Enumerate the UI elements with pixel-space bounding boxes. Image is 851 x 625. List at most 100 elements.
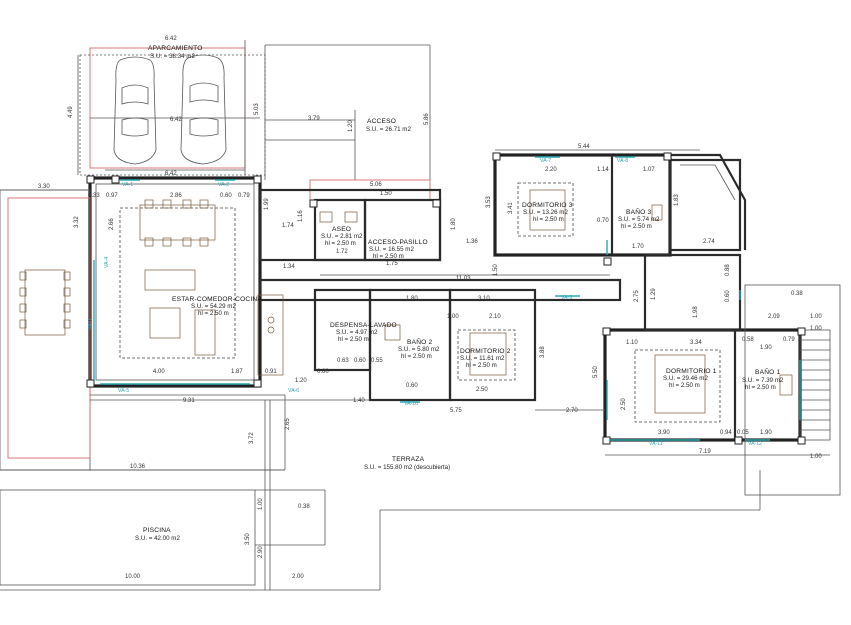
dim-label: 2.70 <box>566 408 578 414</box>
window-tag: VA-8 <box>617 158 628 164</box>
room-dormitorio2-name: DORMITORIO 2 <box>460 348 511 355</box>
room-bano1-area: S.U. = 7.39 m2 <box>742 377 784 384</box>
dim-label: 3.88 <box>540 346 546 358</box>
room-bano3-name: BAÑO 3 <box>626 207 652 216</box>
dim-label: 4.00 <box>153 369 165 375</box>
window-tag: VA-6 <box>288 388 299 394</box>
dim-label: 1.70 <box>632 244 644 250</box>
room-dormitorio1-name: DORMITORIO 1 <box>666 368 717 375</box>
dim-label: 1.36 <box>466 239 478 245</box>
dim-label: 1.14 <box>597 167 609 173</box>
dim-label: 7.19 <box>699 449 711 455</box>
dim-label: 0.70 <box>597 218 609 224</box>
dim-label: 1.07 <box>643 167 655 173</box>
room-labels: APARCAMIENTO S.U. = 38.34 m2 ACCESO S.U.… <box>135 45 784 542</box>
dim-label: 1.98 <box>693 306 699 318</box>
dim-label: 1.40 <box>353 398 365 404</box>
window-tags: VA-1 VA-2 VA-3 VA-4 VA-5 VA-6 VA-7 VA-8 … <box>88 158 762 447</box>
dim-label: 1.75 <box>386 261 398 267</box>
dim-label: 1.00 <box>810 314 822 320</box>
dim-label: 3.41 <box>508 202 514 214</box>
dim-label: 2.20 <box>545 167 557 173</box>
room-despensa-name: DESPENSA-LAVADO <box>330 322 397 329</box>
dim-label: 1.20 <box>295 378 307 384</box>
room-terraza-area: S.U. = 155.80 m2 (descubierta) <box>364 464 450 471</box>
window-tag: VA-7 <box>540 158 551 164</box>
dim-label: 3.90 <box>658 430 670 436</box>
dim-label: 0.33 <box>88 193 100 199</box>
dim-label: 1.72 <box>336 249 348 255</box>
room-bano1-height: hl = 2.50 m <box>745 384 776 391</box>
dim-label: 0.05 <box>737 430 749 436</box>
room-dormitorio2-height: hl = 2.50 m <box>466 362 497 369</box>
dimension-labels: 6.42 6.42 6.42 4.49 5.03 3.79 1.20 5.86 … <box>38 36 822 580</box>
dim-label: 1.00 <box>447 314 459 320</box>
dim-label: 11.03 <box>456 276 471 282</box>
dim-label: 6.42 <box>165 36 177 42</box>
dim-label: 1.90 <box>760 430 772 436</box>
dim-label: 0.58 <box>742 337 754 343</box>
dim-label: 1.50 <box>493 264 499 276</box>
dim-label: 0.79 <box>238 193 250 199</box>
dim-label: 0.55 <box>371 358 383 364</box>
dim-label: 10.36 <box>130 464 146 470</box>
dim-label: 0.38 <box>791 291 803 297</box>
dim-label: 10.00 <box>125 574 141 580</box>
dim-label: 2.00 <box>292 574 304 580</box>
dim-label: 2.50 <box>476 387 488 393</box>
room-estar-name: ESTAR-COMEDOR-COCINA <box>172 296 262 303</box>
dim-label: 1.10 <box>626 340 638 346</box>
room-piscina-area: S.U. = 42.00 m2 <box>135 535 180 542</box>
dim-label: 0.60 <box>354 358 366 364</box>
dim-label: 5.50 <box>593 366 599 378</box>
room-piscina-name: PISCINA <box>143 527 171 534</box>
window-tag: VA-3 <box>88 319 94 330</box>
room-bano1-name: BAÑO 1 <box>755 367 781 376</box>
parking-area <box>79 40 266 176</box>
room-dormitorio2-area: S.U. = 11.61 m2 <box>460 355 505 362</box>
dim-label: 1.50 <box>380 191 392 197</box>
dim-label: 6.42 <box>170 117 182 123</box>
dim-label: 0.60 <box>406 383 418 389</box>
room-terraza-name: TERRAZA <box>392 456 425 463</box>
room-aseo-height: hl = 2.50 m <box>325 240 356 247</box>
room-estar-height: hl = 2.50 m <box>198 310 229 317</box>
dim-label: 1.00 <box>810 326 822 332</box>
dim-label: 1.16 <box>298 210 304 222</box>
dim-label: 5.03 <box>254 103 260 115</box>
dim-label: 5.75 <box>450 408 462 414</box>
dim-label: 4.49 <box>68 106 74 118</box>
dim-label: 2.74 <box>703 239 715 245</box>
dim-label: 3.53 <box>486 196 492 208</box>
dim-label: 3.72 <box>249 432 255 444</box>
dim-label: 0.79 <box>783 337 795 343</box>
dim-label: 1.00 <box>810 454 822 460</box>
room-dormitorio1-height: hl = 2.50 m <box>669 382 700 389</box>
dim-label: 3.10 <box>478 296 490 302</box>
room-bano3-height: hl = 2.50 m <box>621 223 652 230</box>
window-tag: VA-10 <box>404 401 418 407</box>
dim-label: 2.86 <box>170 193 182 199</box>
dim-label: 1.99 <box>264 198 270 210</box>
window-tag: VA-2 <box>218 182 229 188</box>
dim-label: 0.38 <box>298 504 310 510</box>
room-bano2-name: BAÑO 2 <box>407 337 433 346</box>
living-furniture <box>19 199 284 376</box>
dim-label: 0.60 <box>220 193 232 199</box>
dim-label: 3.32 <box>74 216 80 228</box>
room-bano3-area: S.U. = 5.74 m2 <box>618 216 660 223</box>
room-acceso-name: ACCESO <box>367 118 396 125</box>
dim-label: 2.09 <box>768 314 780 320</box>
dim-label: 1.87 <box>231 369 243 375</box>
dim-label: 0.94 <box>720 430 732 436</box>
room-dormitorio1-area: S.U. = 29.46 m2 <box>663 375 708 382</box>
dim-label: 2.10 <box>489 314 501 320</box>
room-dormitorio3-name: DORMITORIO 3 <box>522 202 573 209</box>
window-tag: VA-9 <box>561 295 572 301</box>
dim-label: 3.50 <box>245 533 251 545</box>
dim-label: 2.50 <box>621 398 627 410</box>
dim-label: 3.30 <box>38 184 50 190</box>
car-right <box>180 54 227 165</box>
dim-label: 1.83 <box>674 194 680 206</box>
